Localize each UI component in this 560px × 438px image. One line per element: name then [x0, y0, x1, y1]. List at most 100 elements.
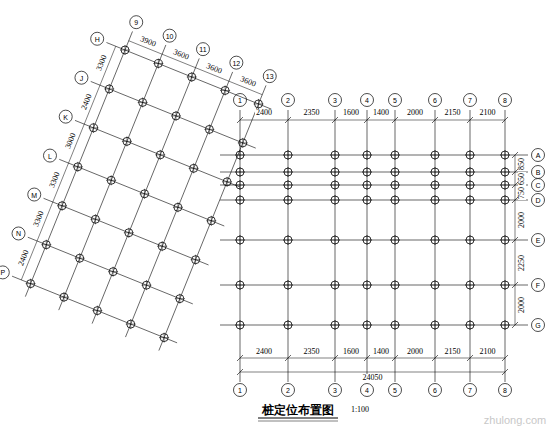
dimension-text: 2350 — [303, 348, 321, 356]
pile-cross — [240, 280, 241, 290]
axis-number: 9 — [133, 19, 139, 26]
axis-bubble — [0, 266, 9, 279]
grid-line — [220, 200, 528, 201]
axis-bubble — [75, 71, 88, 84]
axis-bubble — [282, 94, 295, 107]
axis-bubble — [234, 384, 247, 397]
dim-tick — [432, 117, 438, 123]
pile-symbol — [236, 236, 244, 244]
pile-cross — [209, 124, 210, 134]
dim-tick — [502, 355, 508, 361]
pile-cross — [395, 167, 396, 177]
pile-cross — [79, 253, 80, 263]
pile-symbol — [363, 281, 371, 289]
axis-number: 13 — [265, 73, 275, 80]
pile-symbol — [466, 181, 474, 189]
pile-symbol — [466, 168, 474, 176]
axis-number: 5 — [392, 387, 398, 394]
grid-line — [159, 85, 266, 350]
dim-tick — [502, 117, 508, 123]
pile-cross — [367, 320, 368, 330]
dimension-text: 2350 — [303, 109, 321, 117]
pile-cross — [288, 167, 289, 177]
pile-cross — [335, 167, 336, 177]
pile-symbol — [391, 151, 399, 159]
dimension-text: 2400 — [255, 348, 273, 356]
dimension-line — [240, 372, 505, 373]
axis-bubble — [429, 94, 442, 107]
pile-cross — [505, 280, 506, 290]
pile-cross — [470, 320, 471, 330]
pile-symbol — [363, 236, 371, 244]
pile-cross — [335, 195, 336, 205]
pile-cross — [367, 195, 368, 205]
grid-line — [44, 198, 209, 265]
axis-bubble — [282, 384, 295, 397]
dim-tick — [237, 369, 243, 375]
axis-number: 4 — [364, 387, 370, 394]
axis-number: 11 — [198, 46, 207, 53]
pile-cross — [505, 195, 506, 205]
pile-symbol — [391, 321, 399, 329]
dimension-text: 1400 — [372, 348, 390, 356]
dim-tick — [364, 117, 370, 123]
pile-cross — [470, 180, 471, 190]
dimension-text: 2000 — [406, 348, 424, 356]
pile-cross — [505, 180, 506, 190]
axis-bubble — [532, 166, 545, 179]
pile-symbol — [431, 281, 439, 289]
pile-symbol — [331, 181, 339, 189]
axis-number: B — [535, 169, 542, 176]
pile-symbol — [236, 181, 244, 189]
pile-cross — [142, 97, 143, 107]
pile-cross — [227, 177, 228, 187]
axis-bubble — [532, 234, 545, 247]
pile-cross — [395, 235, 396, 245]
pile-cross — [97, 306, 98, 316]
pile-symbol — [501, 236, 509, 244]
dimension-text: 2100 — [479, 348, 497, 356]
dimension-text: 2100 — [479, 109, 497, 117]
axis-number: J — [79, 74, 85, 81]
pile-symbol — [284, 281, 292, 289]
axis-number: M — [30, 191, 38, 198]
dim-tick — [364, 355, 370, 361]
pile-cross — [288, 320, 289, 330]
pile-symbol — [501, 181, 509, 189]
dim-tick — [285, 355, 291, 361]
dimension-text: 2000 — [518, 211, 526, 229]
dimension-text: 3600 — [205, 62, 225, 76]
dimension-text: 2250 — [518, 254, 526, 272]
pile-symbol — [236, 151, 244, 159]
pile-cross — [435, 195, 436, 205]
pile-cross — [193, 163, 194, 173]
watermark: zhulong.com — [483, 415, 547, 426]
pile-symbol — [284, 181, 292, 189]
axis-number: E — [535, 237, 542, 244]
pile-cross — [240, 235, 241, 245]
axis-number: P — [0, 269, 6, 276]
pile-symbol — [391, 236, 399, 244]
pile-symbol — [331, 236, 339, 244]
dim-tick — [432, 355, 438, 361]
dimension-text: 3300 — [48, 170, 62, 190]
grid-line — [25, 31, 132, 296]
pile-cross — [470, 195, 471, 205]
axis-number: 2 — [285, 97, 291, 104]
pile-cross — [288, 195, 289, 205]
pile-cross — [164, 333, 165, 343]
pile-symbol — [363, 168, 371, 176]
axis-number: 8 — [502, 97, 508, 104]
pile-symbol — [331, 281, 339, 289]
pile-cross — [395, 150, 396, 160]
axis-bubble — [263, 70, 276, 83]
pile-cross — [505, 150, 506, 160]
pile-cross — [367, 167, 368, 177]
dimension-text: 650 — [518, 172, 526, 186]
axis-bubble — [499, 384, 512, 397]
pile-cross — [144, 189, 145, 199]
axis-bubble — [12, 227, 25, 240]
pile-cross — [158, 58, 159, 68]
pile-cross — [46, 240, 47, 250]
